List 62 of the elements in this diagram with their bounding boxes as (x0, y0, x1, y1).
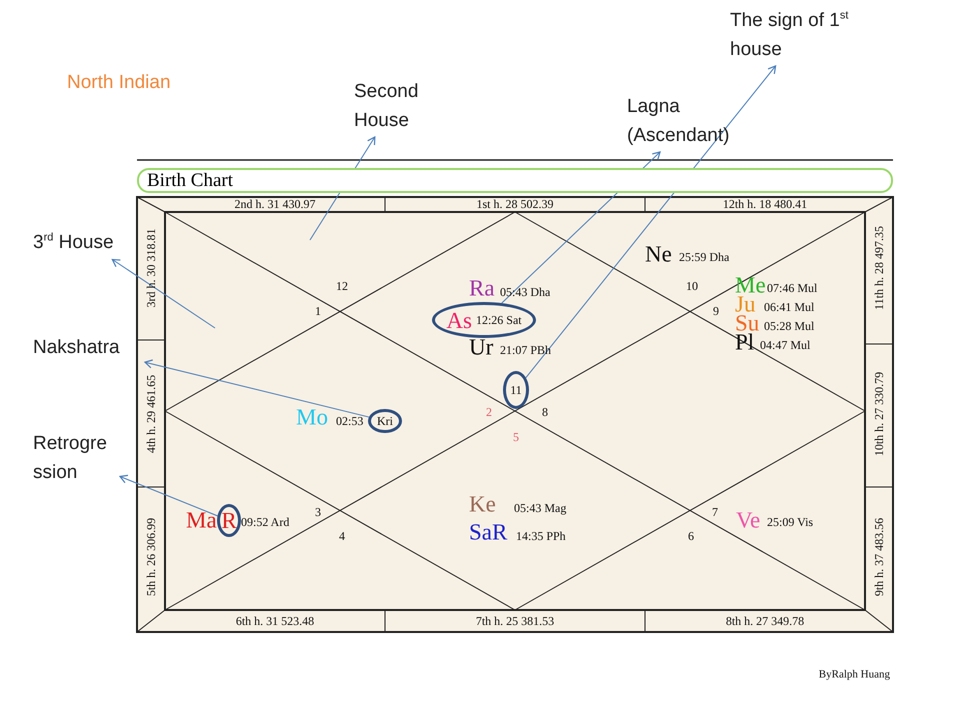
planet-position: 25:09 Vis (767, 516, 814, 528)
chart-style-title: North Indian (67, 73, 171, 92)
planet-symbol: R (221, 509, 237, 532)
author-credit: ByRalph Huang (818, 670, 890, 680)
sign-number: 3 (315, 506, 321, 518)
planet-symbol: Mo (296, 406, 328, 428)
house-cell: 8th h. 27 349.78 (726, 615, 804, 627)
sign-number: 6 (688, 530, 694, 542)
highlight-ellipse (432, 302, 536, 338)
callout-text: Retrogre ssion (33, 430, 118, 487)
callout-text: The sign of 1$^{st}$ house (730, 7, 870, 64)
planet-position: 02:53 (336, 415, 364, 427)
sign-number: 9 (713, 305, 719, 317)
planet-symbol: Ma (186, 508, 217, 532)
planet-symbol: Ve (736, 508, 760, 532)
sign-number: 8 (542, 406, 548, 418)
house-cell: 11th h. 28 497.35 (873, 226, 885, 310)
house-cell: 7th h. 25 381.53 (476, 615, 554, 627)
planet-symbol: Ur (469, 336, 494, 358)
chart-title-bar: Birth Chart (137, 168, 893, 193)
leader-line (144, 359, 370, 418)
highlight-ellipse (368, 409, 402, 433)
highlight-ellipse (503, 371, 529, 409)
sign-number: 1 (315, 305, 321, 317)
planet-symbol: As (446, 308, 472, 332)
planet-position: 06:41 Mul (764, 301, 814, 313)
house-cell: 2nd h. 31 430.97 (234, 198, 316, 210)
callout-text: 3$^{rd}$ House (33, 229, 143, 258)
planet-position: 12:26 Sat (476, 314, 522, 326)
sign-number: 5 (513, 431, 519, 443)
sign-number: 10 (686, 280, 698, 292)
house-cell: 5th h. 26 306.99 (145, 518, 157, 596)
sign-number: 4 (339, 530, 345, 542)
house-cell: 12th h. 18 480.41 (722, 198, 808, 210)
planet-position: 07:46 Mul (767, 282, 818, 294)
planet-symbol: Ra (469, 276, 495, 300)
house-cell: 10th h. 27 330.79 (873, 372, 885, 456)
highlight-ellipse (217, 504, 241, 537)
planet-position: 25:59 Dha (679, 251, 730, 263)
planet-position: 09:52 Ard (241, 516, 290, 528)
callout-text: Nakshatra (33, 334, 143, 362)
sign-number: 11 (510, 384, 522, 396)
planet-position: 05:28 Mul (764, 320, 814, 332)
planet-symbol: Ke (469, 492, 496, 516)
leader-line (119, 474, 218, 516)
planet-position: 04:47 Mul (760, 339, 810, 351)
house-cell: 4th h. 29 461.65 (145, 374, 157, 454)
planet-position: 14:35 PPh (516, 530, 566, 542)
planet-position: 05:43 Mag (514, 502, 566, 514)
planet-symbol: Ne (645, 242, 672, 266)
house-cell: 9th h. 37 483.56 (873, 518, 885, 596)
planet-symbol: SaR (469, 520, 508, 544)
house-cell: 6th h. 31 523.48 (236, 615, 314, 627)
nakshatra-name: Kri (377, 415, 393, 427)
leader-line (525, 65, 776, 378)
house-cell: 3rd h. 30 318.81 (145, 228, 157, 308)
house-cell: 1st h. 28 502.39 (476, 198, 554, 210)
sign-number: 7 (712, 506, 718, 518)
sign-number: 2 (486, 406, 492, 418)
leader-line (112, 258, 216, 328)
callout-text: Second House (354, 78, 434, 135)
sign-number: 12 (336, 280, 348, 292)
